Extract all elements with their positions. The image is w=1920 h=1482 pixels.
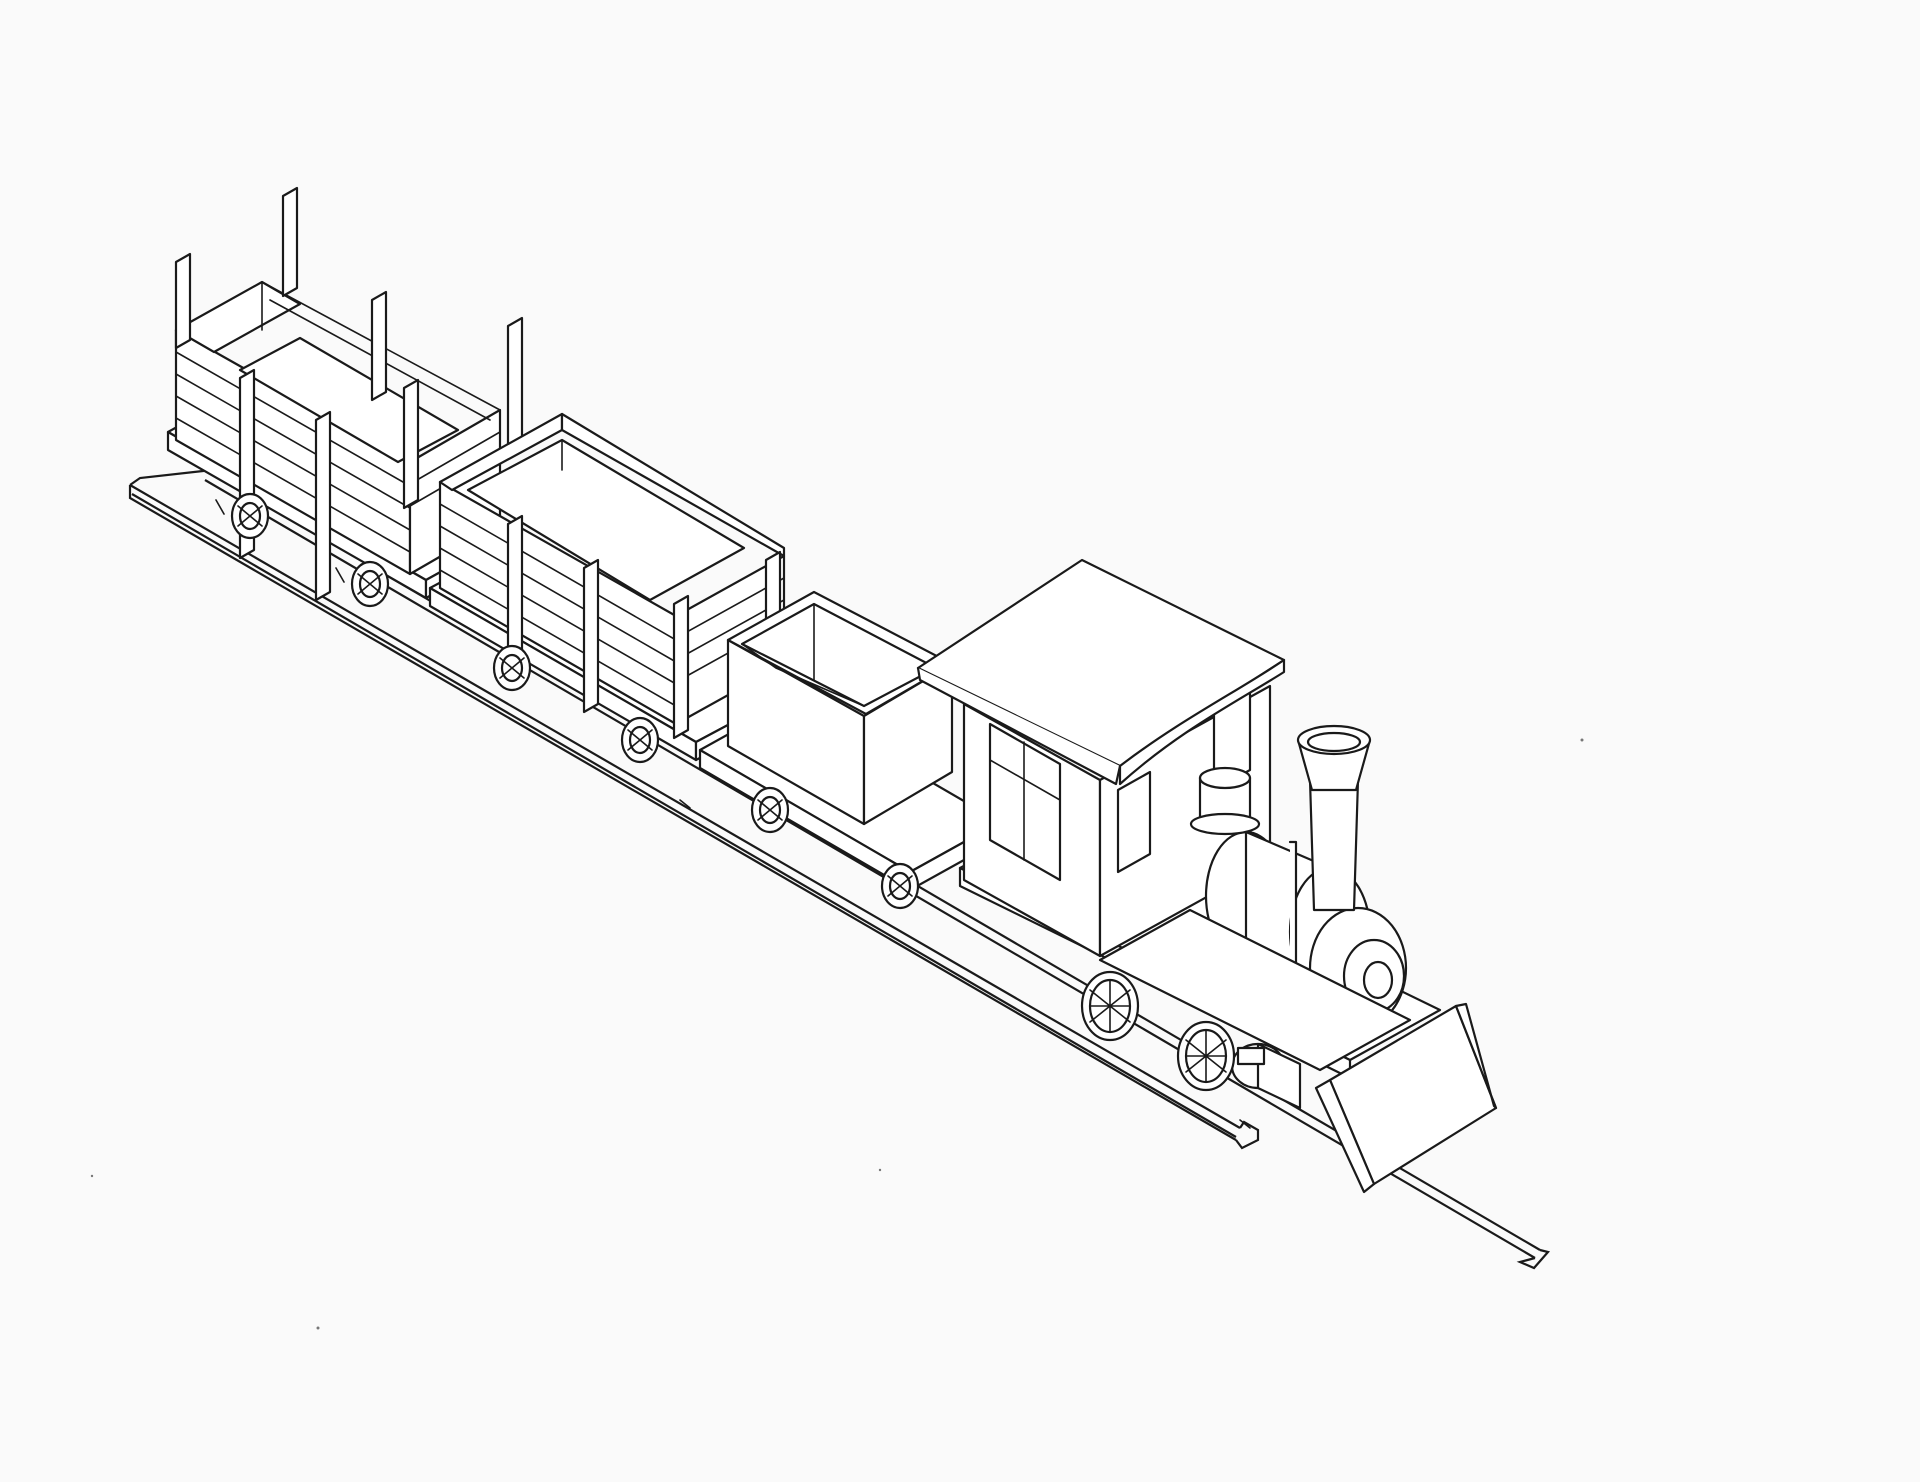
stake-wagon [166, 186, 524, 608]
locomotive [916, 558, 1498, 1194]
paper-specks [90, 738, 1584, 1330]
tub-wagon [698, 590, 1002, 910]
